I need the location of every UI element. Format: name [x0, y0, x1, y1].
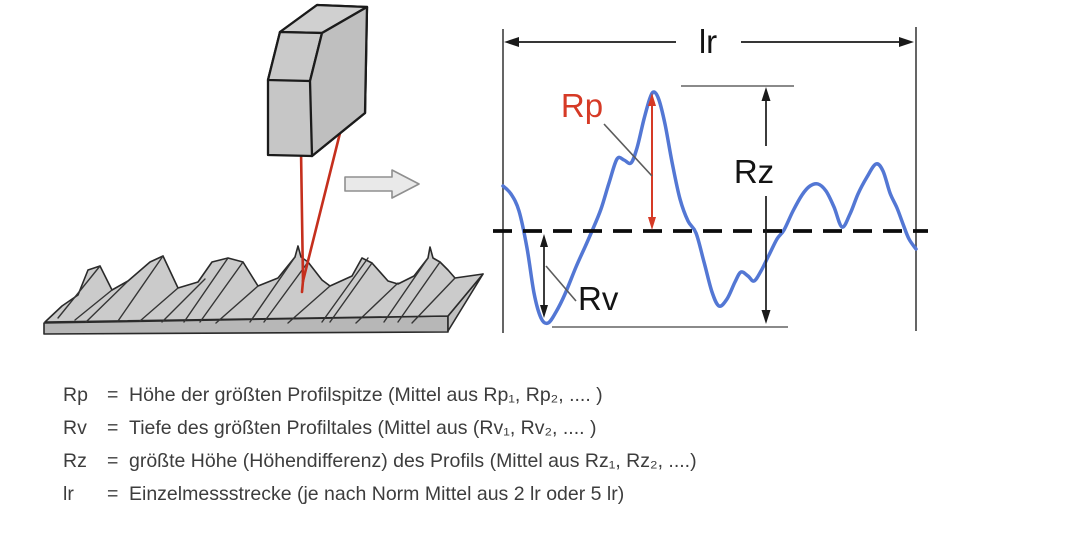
- surface-groove-lines: [57, 255, 456, 324]
- equals-sign: =: [107, 483, 119, 505]
- stylus-needle-tip: [300, 279, 305, 294]
- equals-sign: =: [107, 450, 119, 472]
- rough-surface: [43, 245, 484, 335]
- stylus-needle-left: [299, 148, 305, 283]
- stylus-body: [266, 3, 369, 158]
- equals-sign: =: [107, 417, 119, 439]
- rv-label: Rv: [578, 280, 619, 317]
- stylus-right-face: [308, 5, 369, 158]
- definition-term: Rz: [63, 450, 87, 472]
- definition-text: Höhe der größten Profilspitze (Mittel au…: [129, 384, 603, 406]
- stylus-tip-lines: [299, 131, 342, 294]
- rv-dimension: [540, 234, 548, 318]
- profile-curve: [501, 90, 918, 326]
- rp-leader-line: [603, 123, 653, 177]
- definition-row-rz: Rz = größte Höhe (Höhendifferenz) des Pr…: [63, 450, 697, 473]
- lr-label: lr: [699, 23, 717, 60]
- rp-dimension: [648, 93, 656, 230]
- lr-dimension: [504, 37, 914, 47]
- rz-dimension: [761, 87, 771, 324]
- definitions-list: Rp = Höhe der größten Profilspitze (Mitt…: [63, 384, 697, 516]
- definition-text: Einzelmessstrecke (je nach Norm Mittel a…: [129, 483, 625, 505]
- definition-text: größte Höhe (Höhendifferenz) des Profils…: [129, 450, 697, 472]
- stylus-needle-right: [301, 131, 342, 283]
- definition-row-rp: Rp = Höhe der größten Profilspitze (Mitt…: [63, 384, 697, 407]
- definition-term: Rv: [63, 417, 87, 439]
- rz-label: Rz: [734, 153, 774, 190]
- definition-text: Tiefe des größten Profiltales (Mittel au…: [129, 417, 597, 439]
- equals-sign: =: [107, 384, 119, 406]
- rp-label: Rp: [561, 87, 603, 124]
- definition-term: lr: [63, 483, 74, 505]
- definition-term: Rp: [63, 384, 88, 406]
- definition-row-lr: lr = Einzelmessstrecke (je nach Norm Mit…: [63, 483, 697, 506]
- surface-top-face: [44, 245, 484, 323]
- rv-leader-line: [545, 265, 577, 302]
- definition-row-rv: Rv = Tiefe des größten Profiltales (Mitt…: [63, 417, 697, 440]
- direction-arrow: [344, 169, 420, 199]
